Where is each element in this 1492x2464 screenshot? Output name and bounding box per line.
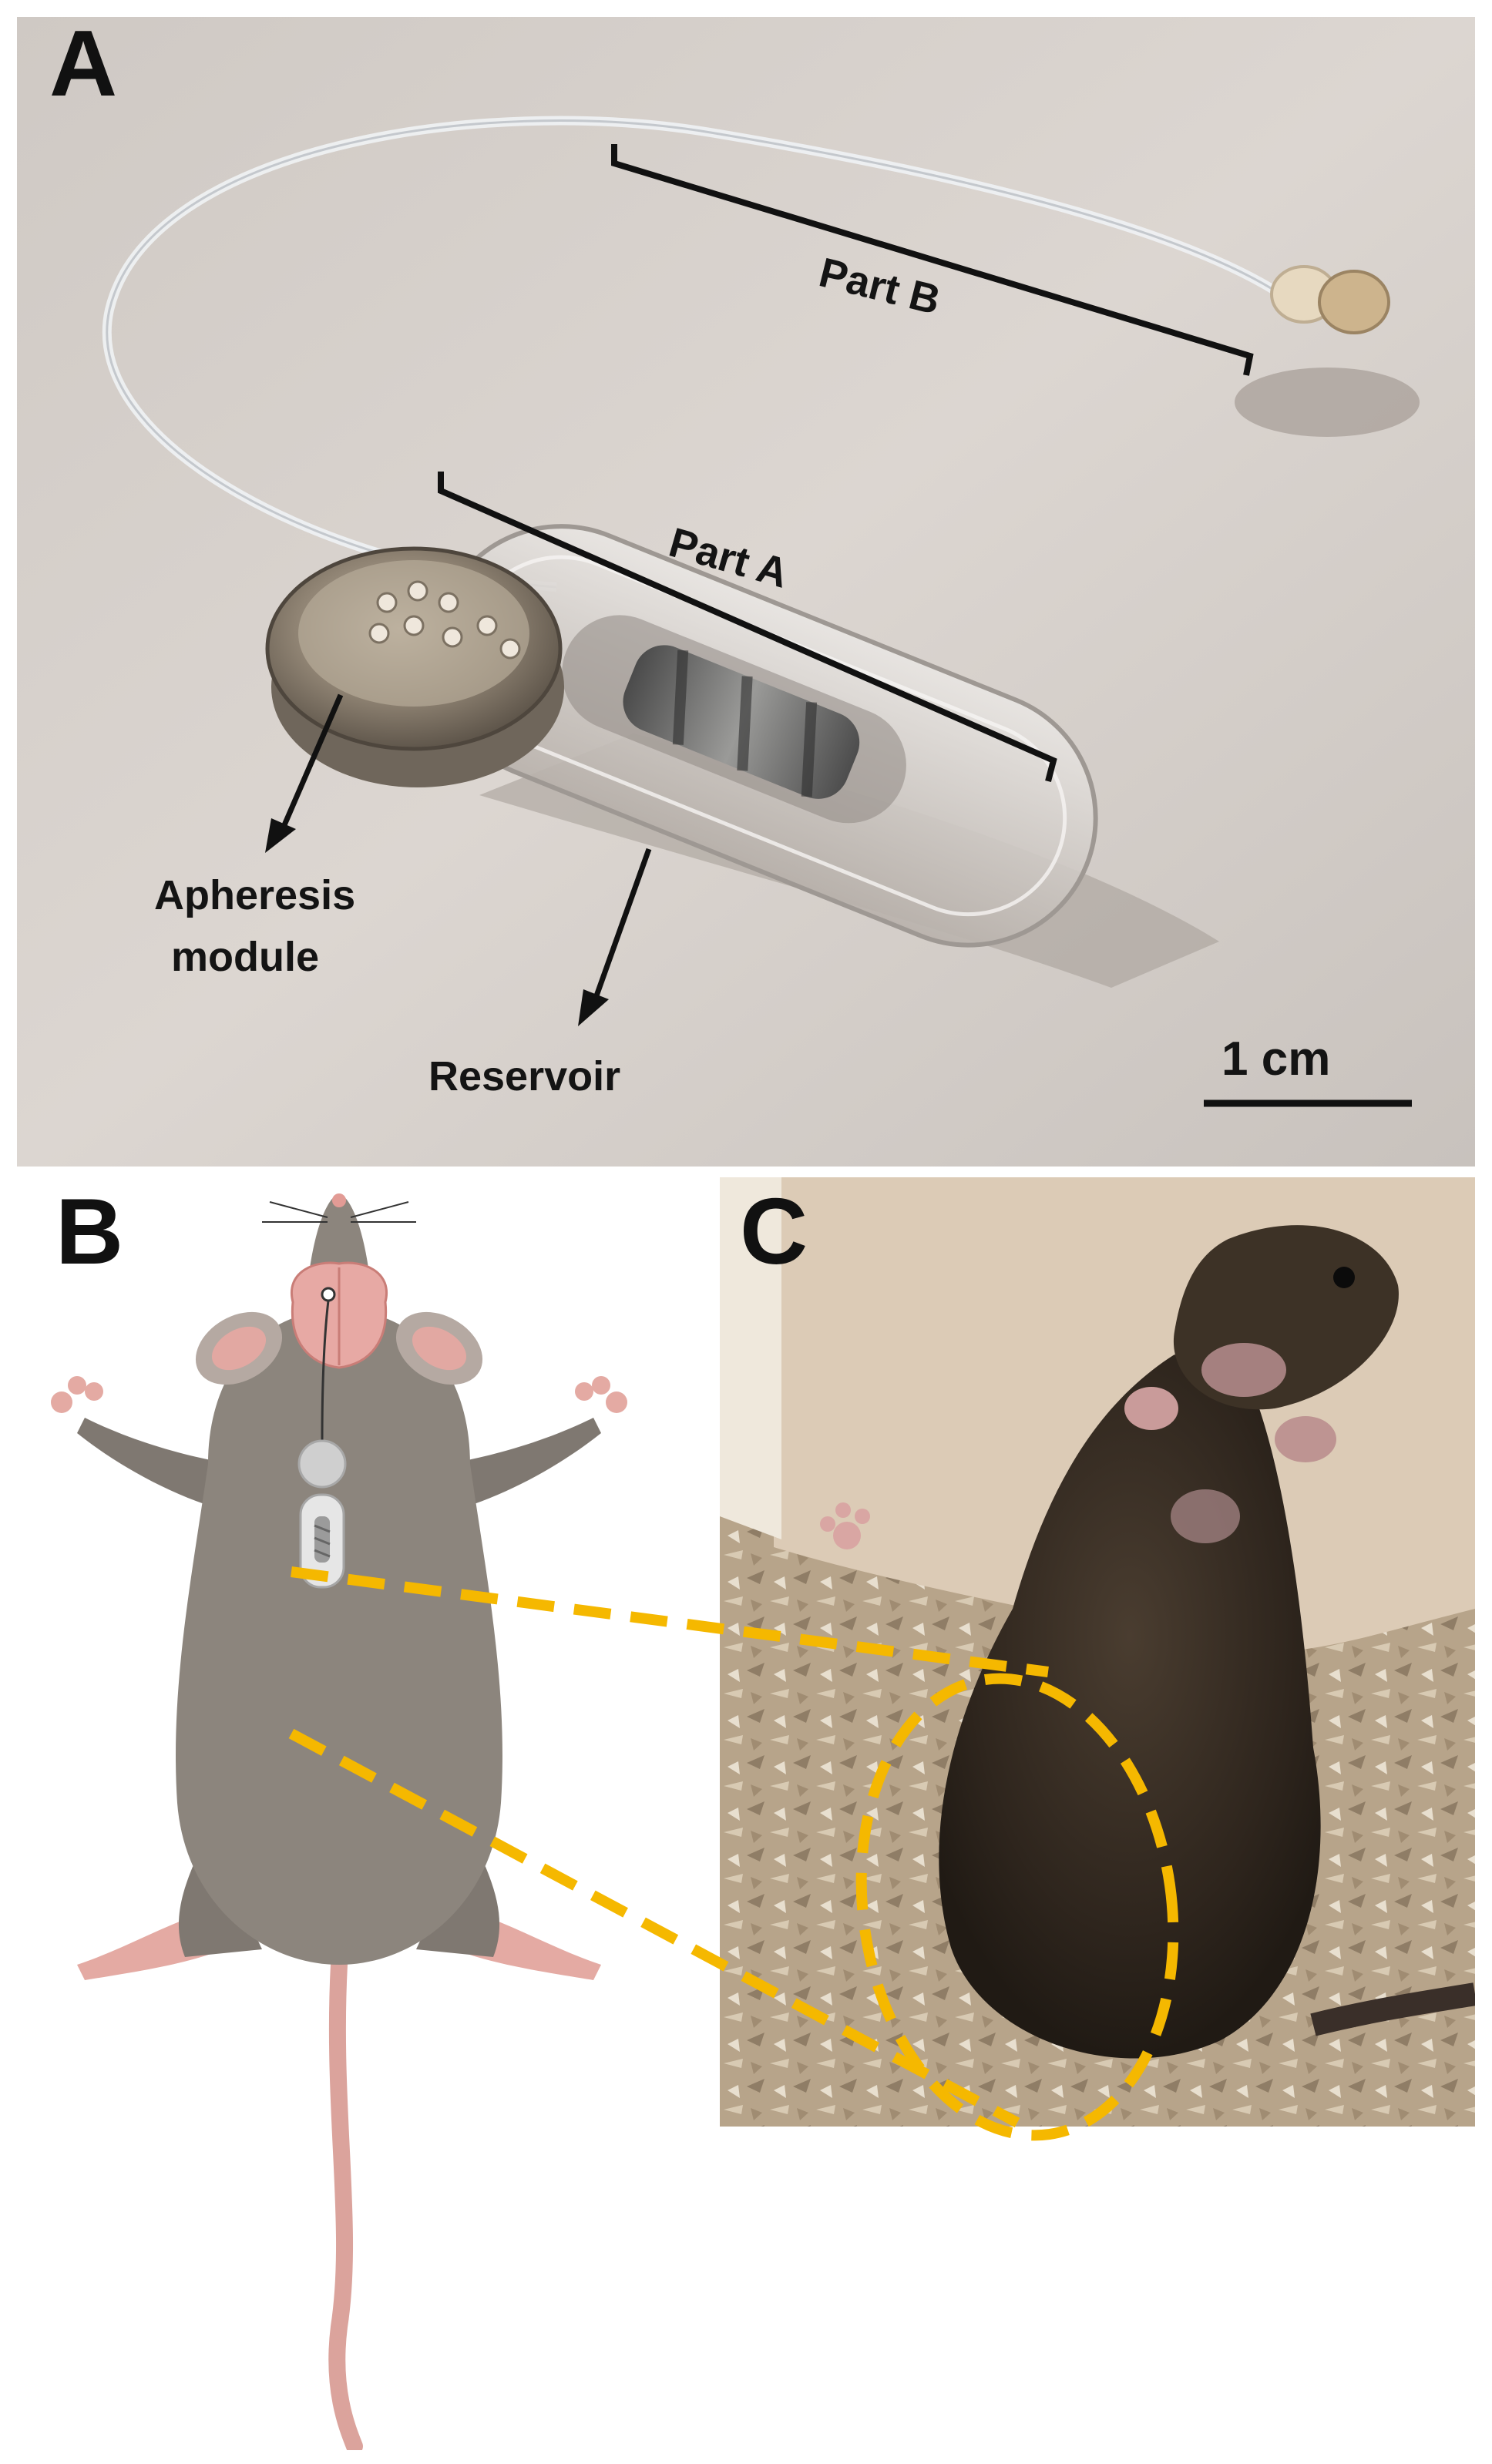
mouse-illustration [51, 1193, 627, 2455]
device-photo-illustration [17, 17, 1475, 1167]
panel-b-mouse-diagram [31, 1187, 694, 2455]
implant-apheresis-module [297, 1439, 347, 1489]
mouse-tail [328, 1956, 363, 2455]
panel-a-device-photo [17, 17, 1475, 1167]
mouse-body [176, 1310, 502, 1965]
implanted-mouse-photo [720, 1177, 1475, 2127]
panel-c-implanted-mouse-photo [720, 1177, 1475, 2127]
